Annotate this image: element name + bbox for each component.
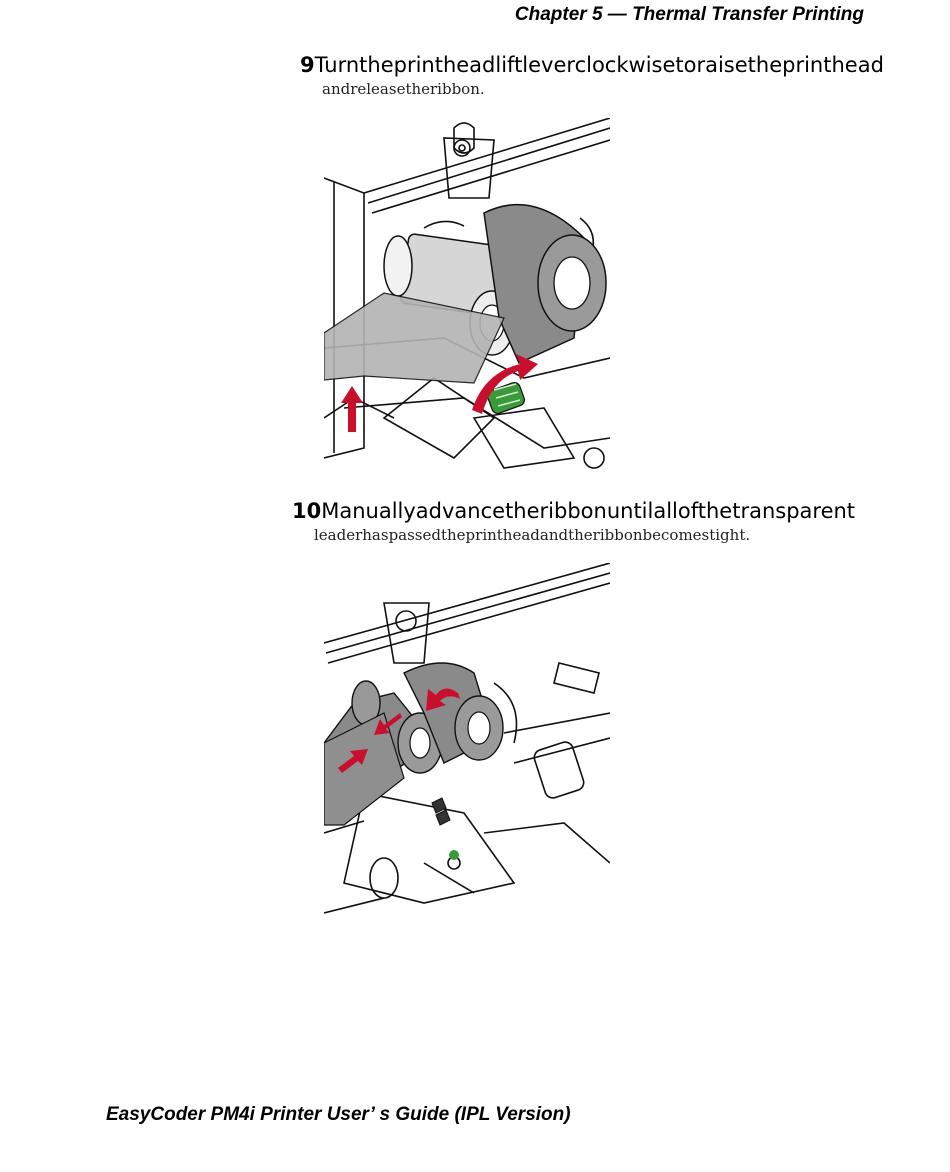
ribbon-takeup-roll [403,662,504,764]
step-text-continuation: leaderhaspassedtheprintheadandtheribbonb… [314,526,751,544]
step-number: 9 [300,53,315,77]
red-arrow-icon [338,688,460,773]
step-10: 10Manuallyadvancetheribbonuntilallofthet… [292,498,855,546]
printhead-lift-lever [487,381,525,415]
step-text-continuation: andreleasetheribbon. [322,80,485,98]
step-number: 10 [292,499,322,523]
step-text: Manuallyadvancetheribbonuntilallofthetra… [321,499,856,523]
ribbon-advance-illustration [324,563,610,914]
red-arrow-icon [341,354,538,432]
step-text: Turntheprintheadliftleverclockwisetorais… [314,53,884,77]
ribbon-roll [483,203,607,364]
step-9: 9Turntheprintheadliftleverclockwisetorai… [300,52,884,100]
footer-guide-title: EasyCoder PM4i Printer User’ s Guide (IP… [106,1104,571,1125]
printhead-lift-lever-illustration [324,118,610,469]
chapter-header: Chapter 5 — Thermal Transfer Printing [514,4,864,25]
